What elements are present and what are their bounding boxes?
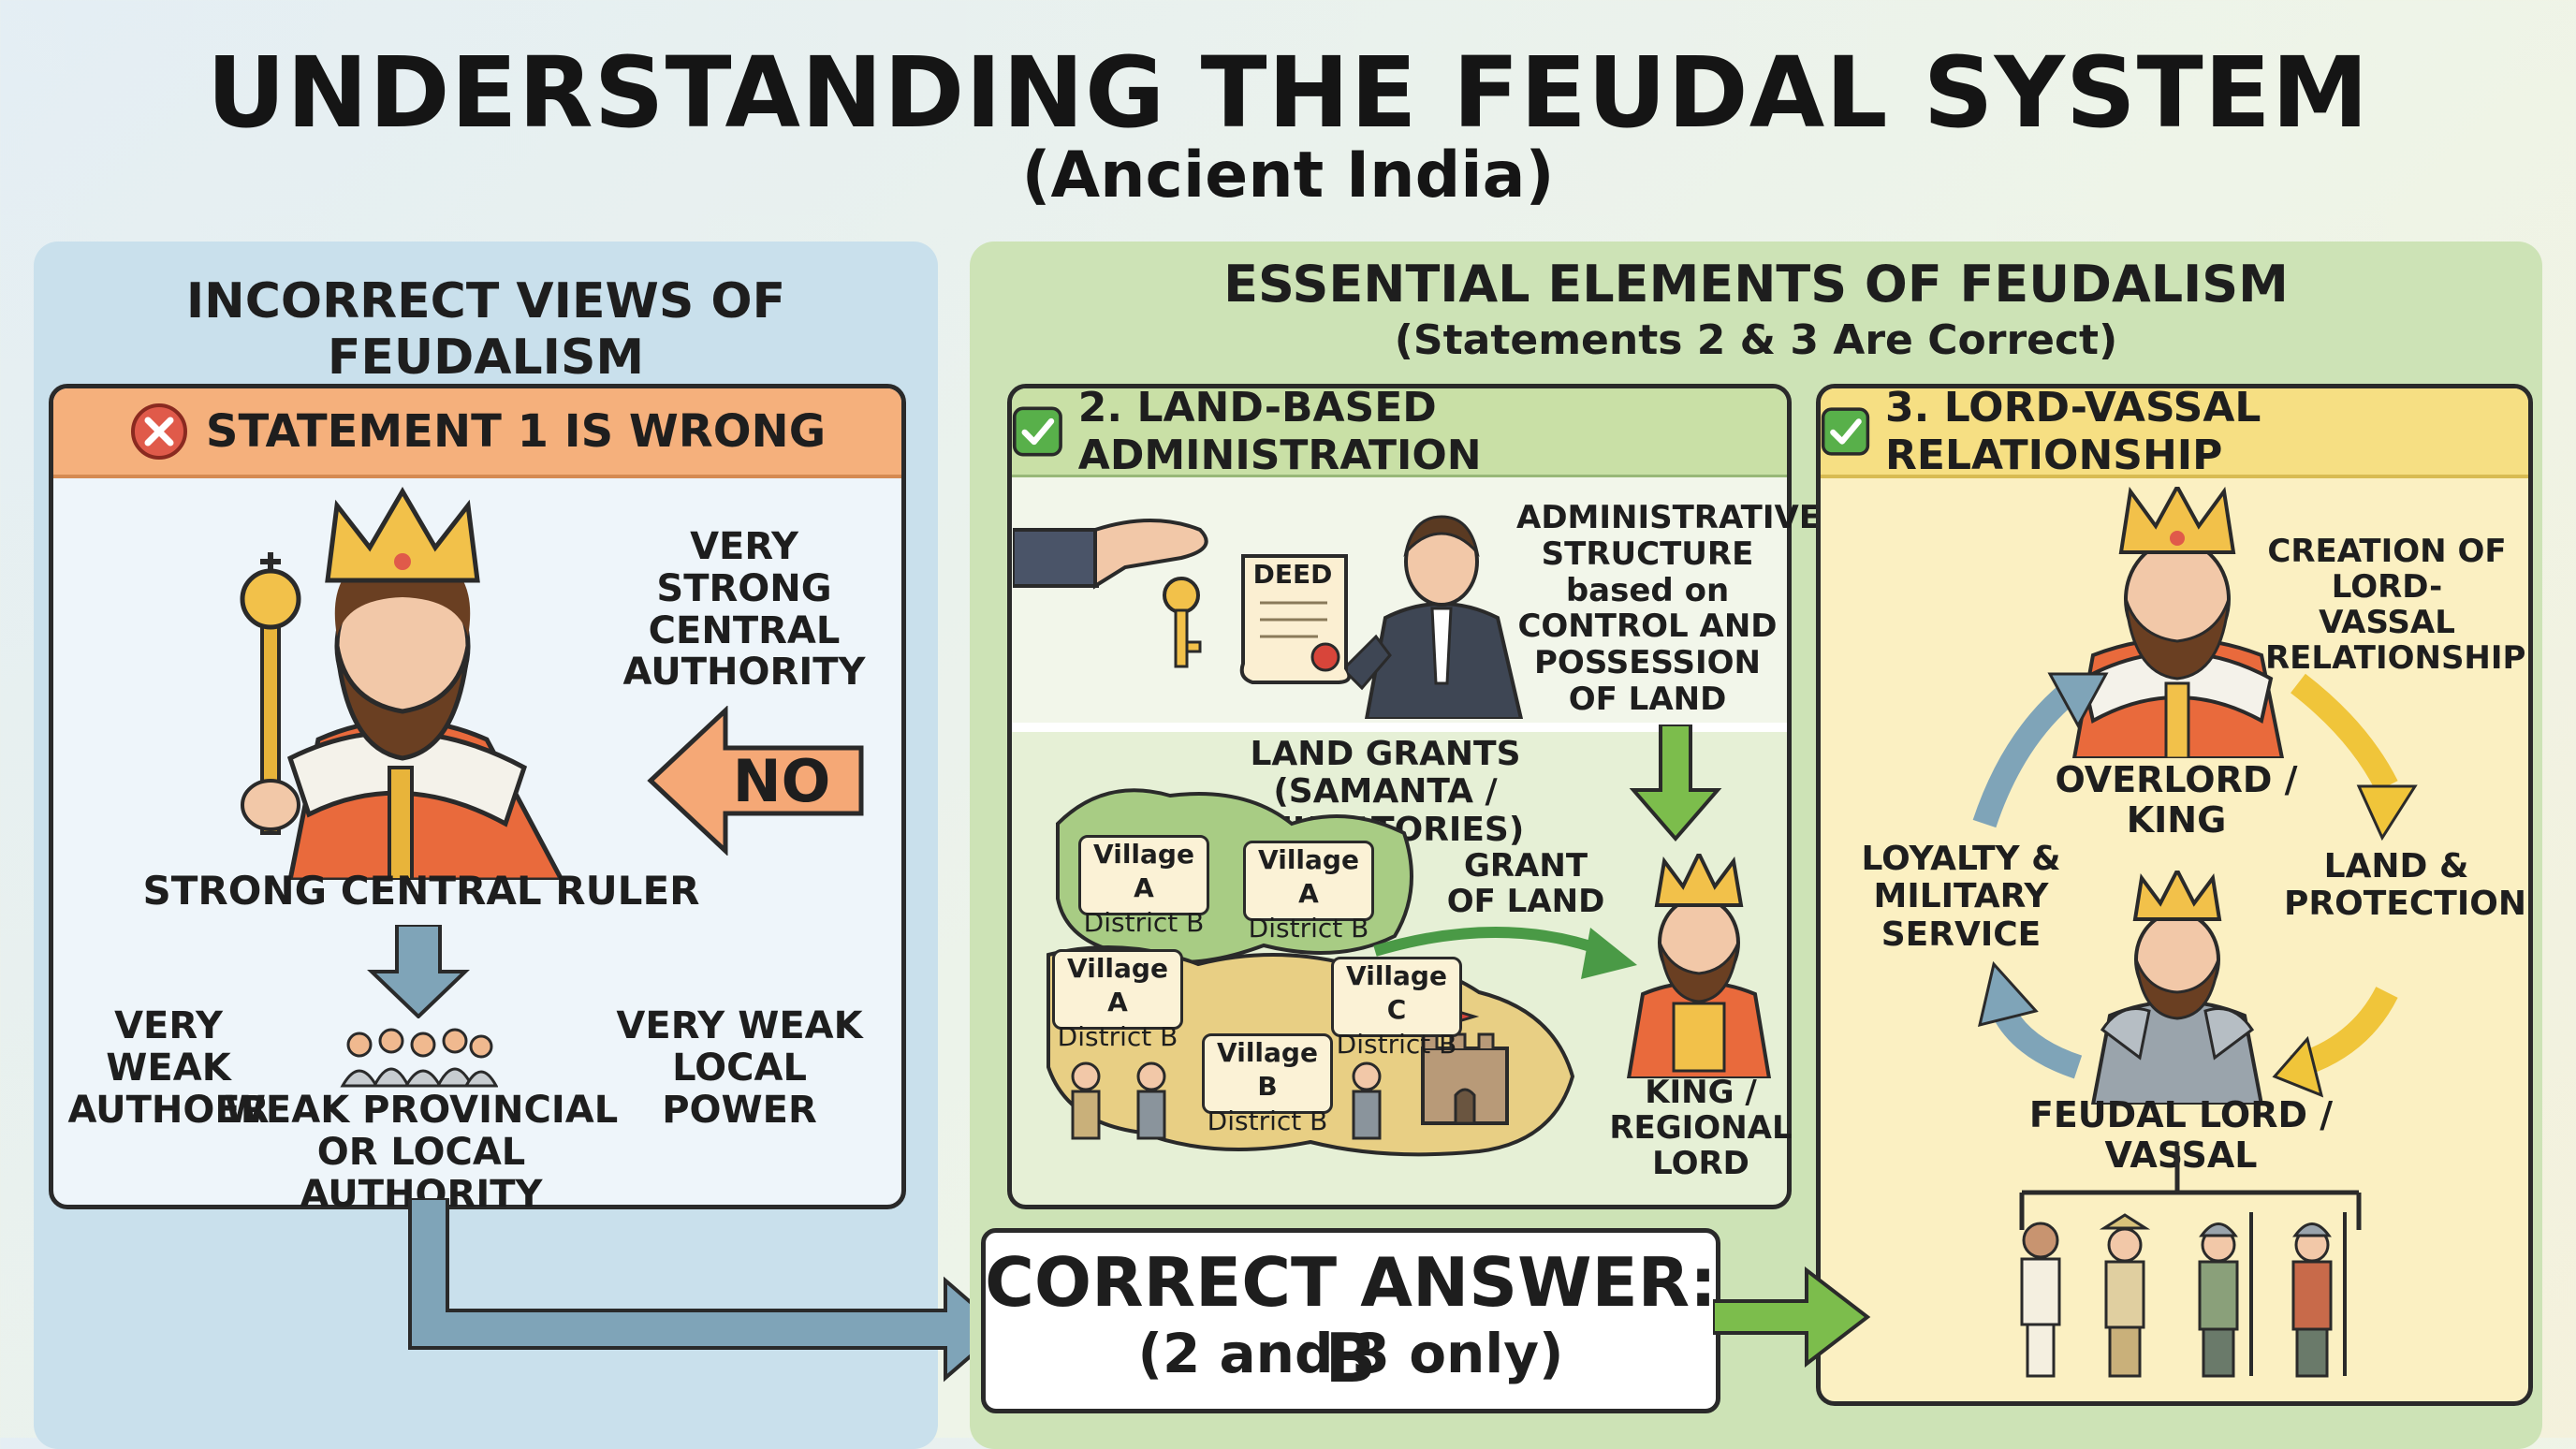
central-ruler-king-icon (240, 487, 564, 880)
village-name: Village A (1258, 844, 1359, 910)
village-name: Village B (1217, 1037, 1318, 1103)
no-arrow (647, 706, 864, 856)
incorrect-views-heading: INCORRECT VIEWS OF FEUDALISM (185, 273, 786, 386)
village-card: Village A District B (1078, 835, 1209, 938)
village-name: Village A (1093, 839, 1194, 904)
vassal-knight-icon (2090, 871, 2264, 1105)
scene-divider (1012, 723, 1787, 732)
administrative-structure-label: ADMINISTRATIVE STRUCTURE based on CONTRO… (1516, 499, 1822, 718)
official-icon (1348, 515, 1524, 719)
village-name: Village C (1346, 960, 1447, 1026)
village-district: District B (1083, 906, 1205, 938)
green-down-arrow (1629, 724, 1722, 842)
answer-green-arrow (1713, 1266, 1871, 1368)
weak-provincial-label: WEAK PROVINCIAL OR LOCAL AUTHORITY (224, 1089, 619, 1216)
hierarchy-lines (2019, 1146, 2362, 1230)
very-weak-author-label: VERY WEAK AUTHOER (67, 1004, 270, 1132)
village-card: Village B District B (1202, 1033, 1333, 1136)
village-district: District B (1057, 1020, 1178, 1052)
regional-king-icon (1626, 854, 1772, 1078)
loyalty-service-label: LOYALTY & MILITARY SERVICE (1861, 840, 2061, 954)
answer-box (981, 1228, 1720, 1413)
to-answer-arrow (408, 1198, 1005, 1383)
down-arrow-icon (367, 925, 470, 1018)
overlord-king-label: OVERLORD / KING (2055, 759, 2298, 841)
check-icon (1821, 407, 1870, 456)
land-protection-label: LAND & PROTECTION (2284, 847, 2526, 924)
land-administration-header: 2. LAND-BASED ADMINISTRATION (1012, 388, 1787, 479)
lord-vassal-title: 3. LORD-VASSAL RELATIONSHIP (1885, 384, 2261, 479)
creation-label: CREATION OF LORD-VASSAL RELATIONSHIP (2265, 533, 2526, 678)
essential-elements-heading: ESSENTIAL ELEMENTS OF FEUDALISM (1223, 255, 2289, 314)
correct-answer-label: CORRECT ANSWER: B (985, 1243, 1717, 1398)
cycle-arrows (1972, 672, 2418, 1098)
grant-arrow (1373, 927, 1637, 979)
deed-label: DEED (1252, 559, 1333, 590)
castle-icon (1421, 1008, 1509, 1125)
hand-key-icon (1013, 519, 1208, 668)
village-card: Village A District B (1052, 949, 1183, 1052)
village-card: Village A District B (1243, 841, 1374, 944)
people-group-icon (340, 1028, 498, 1088)
king-regional-lord-label: KING / REGIONAL LORD (1609, 1074, 1793, 1183)
village-district: District B (1248, 912, 1369, 944)
village-district: District B (1207, 1105, 1328, 1136)
village-card: Village C District B (1331, 957, 1462, 1060)
subjects-figures (2020, 1212, 2347, 1378)
feudal-lord-vassal-label: FEUDAL LORD / VASSAL (2028, 1094, 2334, 1176)
strong-central-ruler-label: STRONG CENTRAL RULER (142, 868, 700, 914)
check-icon (1012, 406, 1062, 457)
page-subtitle: (Ancient India) (1021, 139, 1555, 212)
grant-of-land-label: GRANT OF LAND (1446, 847, 1605, 921)
answer-detail-label: (2 and 3 only) (1137, 1322, 1564, 1385)
essential-elements-subheading: (Statements 2 & 3 Are Correct) (1394, 316, 2118, 364)
no-label: NO (732, 747, 831, 815)
wrong-x-icon (130, 403, 187, 460)
land-administration-title: 2. LAND-BASED ADMINISTRATION (1077, 384, 1482, 479)
soldier-figures (1071, 1061, 1382, 1140)
village-district: District B (1336, 1028, 1457, 1060)
deed-scroll-icon (1239, 554, 1352, 684)
statement-1-title: STATEMENT 1 IS WRONG (205, 405, 827, 458)
village-name: Village A (1067, 953, 1168, 1018)
statement-1-header: STATEMENT 1 IS WRONG (53, 388, 901, 478)
overlord-king-icon (2071, 487, 2285, 758)
lord-vassal-header: 3. LORD-VASSAL RELATIONSHIP (1821, 388, 2528, 479)
very-weak-local-label: VERY WEAK LOCAL POWER (616, 1004, 863, 1132)
strong-authority-label: VERY STRONG CENTRAL AUTHORITY (622, 525, 866, 695)
page-title: UNDERSTANDING THE FEUDAL SYSTEM (206, 36, 2370, 150)
